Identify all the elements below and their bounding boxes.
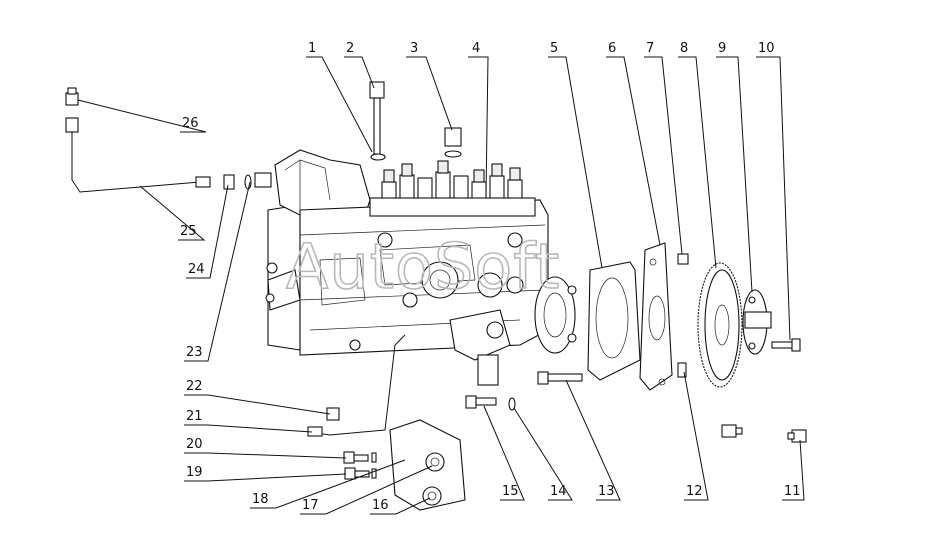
- callout-22: 22: [186, 379, 203, 394]
- callout-21: 21: [186, 409, 203, 424]
- callout-3: 3: [410, 41, 418, 56]
- bolt-15: [465, 395, 497, 409]
- timing-gear: [697, 262, 743, 388]
- delivery-valve-holders: [369, 160, 536, 217]
- callout-13: 13: [598, 484, 615, 499]
- callout-labels: 1 2 3 4 5 6 7 8 9 10 11 12 13 14 15 16 1…: [180, 41, 801, 513]
- gear-pin: [677, 362, 687, 378]
- callout-19: 19: [186, 465, 203, 480]
- callout-17: 17: [302, 498, 319, 513]
- adapter-housing: [587, 261, 641, 381]
- gasket: [639, 242, 673, 391]
- bolts-19-20: [343, 451, 377, 480]
- callout-18: 18: [252, 492, 269, 507]
- long-bolt: [537, 371, 583, 385]
- callout-9: 9: [718, 41, 726, 56]
- callout-15: 15: [502, 484, 519, 499]
- callout-11: 11: [784, 484, 801, 499]
- callout-14: 14: [550, 484, 567, 499]
- callout-23: 23: [186, 345, 203, 360]
- callout-1: 1: [308, 41, 316, 56]
- callout-5: 5: [550, 41, 558, 56]
- leader-lines: [77, 56, 805, 515]
- plugs: [721, 424, 807, 443]
- callout-7: 7: [646, 41, 654, 56]
- callout-26: 26: [182, 116, 199, 131]
- callout-20: 20: [186, 437, 203, 452]
- bolt-2: [369, 81, 386, 161]
- washer-14: [508, 397, 516, 411]
- gear-hub: [742, 289, 772, 355]
- callout-2: 2: [346, 41, 354, 56]
- watermark-text: AutoSoft: [286, 230, 560, 303]
- callout-4: 4: [472, 41, 480, 56]
- callout-8: 8: [680, 41, 688, 56]
- callout-16: 16: [372, 498, 389, 513]
- callout-24: 24: [188, 262, 205, 277]
- hub-bolt: [771, 338, 801, 352]
- pin: [677, 253, 689, 265]
- callout-12: 12: [686, 484, 703, 499]
- callout-6: 6: [608, 41, 616, 56]
- fuel-pipe-assembly: [65, 87, 272, 193]
- callout-25: 25: [180, 224, 197, 239]
- fuel-injection-pump-body: [265, 149, 577, 386]
- fitting-3: [444, 127, 462, 158]
- callout-10: 10: [758, 41, 775, 56]
- support-bracket: [389, 419, 466, 511]
